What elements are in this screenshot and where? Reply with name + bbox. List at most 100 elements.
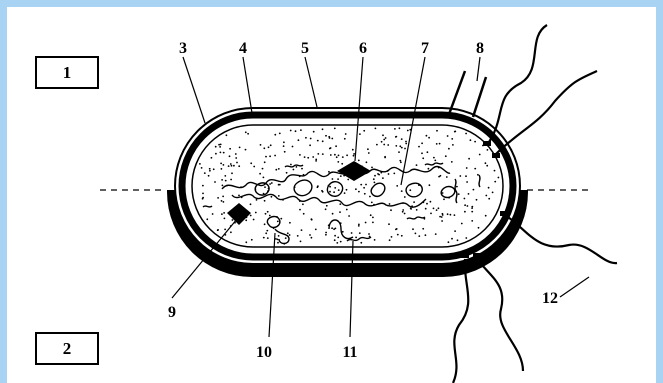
ribosome-dot <box>430 213 432 215</box>
ribosome-dot <box>290 164 292 166</box>
ribosome-dot <box>358 160 360 162</box>
ribosome-dot <box>421 152 423 154</box>
ribosome-dot <box>474 141 476 143</box>
ribosome-dot <box>245 149 247 151</box>
ribosome-dot <box>340 241 342 243</box>
ribosome-dot <box>301 168 303 170</box>
ribosome-dot <box>454 214 456 216</box>
ribosome-dot <box>265 213 267 215</box>
ribosome-dot <box>389 203 391 205</box>
ribosome-dot <box>388 223 390 225</box>
ribosome-dot <box>278 235 280 237</box>
ribosome-dot <box>382 177 384 179</box>
ribosome-dot <box>382 134 384 136</box>
ribosome-dot <box>332 178 334 180</box>
ribosome-dot <box>461 223 463 225</box>
ribosome-dot <box>454 131 456 133</box>
ribosome-dot <box>202 185 204 187</box>
ribosome-dot <box>224 175 226 177</box>
ribosome-dot <box>454 230 456 232</box>
ribosome-dot <box>235 157 237 159</box>
ribosome-dot <box>479 154 481 156</box>
ribosome-dot <box>353 155 355 157</box>
ribosome-dot <box>430 201 432 203</box>
ribosome-dot <box>401 147 403 149</box>
ribosome-dot <box>278 184 280 186</box>
ribosome-dot <box>274 155 276 157</box>
ribosome-dot <box>235 153 237 155</box>
ribosome-dot <box>285 237 287 239</box>
ribosome-dot <box>415 233 417 235</box>
ribosome-dot <box>434 160 436 162</box>
ribosome-dot <box>456 186 458 188</box>
ribosome-dot <box>267 237 269 239</box>
ribosome-dot <box>425 234 427 236</box>
ribosome-dot <box>307 157 309 159</box>
ribosome-dot <box>344 138 346 140</box>
ribosome-dot <box>335 228 337 230</box>
ribosome-dot <box>336 242 338 244</box>
ribosome-dot <box>217 229 219 231</box>
ribosome-dot <box>438 207 440 209</box>
ribosome-dot <box>451 161 453 163</box>
ribosome-dot <box>471 207 473 209</box>
ribosome-dot <box>332 213 334 215</box>
ribosome-dot <box>383 139 385 141</box>
ribosome-dot <box>383 144 385 146</box>
part-label-7: 7 <box>421 40 429 57</box>
ribosome-dot <box>404 196 406 198</box>
ribosome-dot <box>498 177 500 179</box>
ribosome-dot <box>487 149 489 151</box>
ribosome-dot <box>363 130 365 132</box>
ribosome-dot <box>494 170 496 172</box>
part-label-9: 9 <box>168 304 176 321</box>
ribosome-dot <box>322 153 324 155</box>
ribosome-dot <box>429 184 431 186</box>
ribosome-dot <box>264 161 266 163</box>
ribosome-dot <box>303 213 305 215</box>
ribosome-dot <box>269 155 271 157</box>
ribosome-dot <box>310 138 312 140</box>
ribosome-dot <box>217 197 219 199</box>
ribosome-dot <box>355 188 357 190</box>
ribosome-dot <box>389 239 391 241</box>
ribosome-dot <box>250 162 252 164</box>
ribosome-dot <box>329 137 331 139</box>
ribosome-dot <box>391 236 393 238</box>
ribosome-dot <box>402 209 404 211</box>
ribosome-dot <box>277 242 279 244</box>
ribosome-dot <box>260 144 262 146</box>
ribosome-dot <box>325 234 327 236</box>
ribosome-dot <box>465 237 467 239</box>
ribosome-dot <box>381 141 383 143</box>
ribosome-dot <box>253 219 255 221</box>
ribosome-dot <box>400 161 402 163</box>
ribosome-dot <box>441 220 443 222</box>
ribosome-dot <box>287 232 289 234</box>
ribosome-dot <box>299 154 301 156</box>
ribosome-dot <box>492 192 494 194</box>
part-label-8: 8 <box>476 40 484 57</box>
part-label-12: 12 <box>542 290 558 307</box>
ribosome-dot <box>292 146 294 148</box>
ribosome-dot <box>436 143 438 145</box>
ribosome-dot <box>348 215 350 217</box>
ribosome-dot <box>471 211 473 213</box>
ribosome-dot <box>279 133 281 135</box>
ribosome-dot <box>275 169 277 171</box>
ribosome-dot <box>364 193 366 195</box>
ribosome-dot <box>263 237 265 239</box>
ribosome-dot <box>485 215 487 217</box>
ribosome-dot <box>302 203 304 205</box>
ribosome-dot <box>412 228 414 230</box>
ribosome-dot <box>304 156 306 158</box>
ribosome-dot <box>374 182 376 184</box>
ribosome-dot <box>264 186 266 188</box>
ribosome-dot <box>371 167 373 169</box>
ribosome-dot <box>278 168 280 170</box>
ribosome-dot <box>416 164 418 166</box>
ribosome-dot <box>230 163 232 165</box>
ribosome-dot <box>322 140 324 142</box>
ribosome-dot <box>405 141 407 143</box>
ribosome-dot <box>204 172 206 174</box>
